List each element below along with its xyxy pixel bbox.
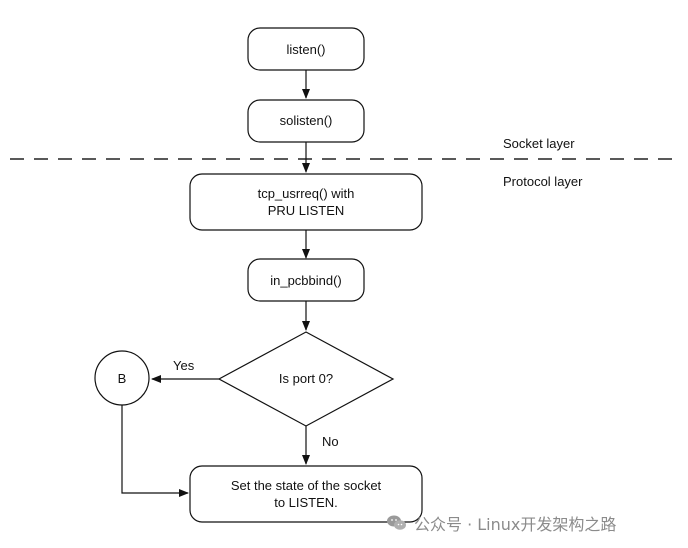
set-state-node xyxy=(189,465,423,523)
set-state-label-line-2: to LISTEN. xyxy=(274,495,338,510)
decision-label: Is port 0? xyxy=(279,371,333,386)
in-pcbbind-node-label: in_pcbbind() xyxy=(270,273,342,288)
wechat-icon xyxy=(386,514,408,532)
set-state-label-line-1: Set the state of the socket xyxy=(231,478,382,493)
watermark-text: 公众号 · Linux开发架构之路 xyxy=(414,515,617,534)
tcp-usrreq-label-line-2: PRU LISTEN xyxy=(268,203,345,218)
socket-layer-label: Socket layer xyxy=(503,136,575,151)
yes-label: Yes xyxy=(173,358,195,373)
listen-node-label: listen() xyxy=(286,42,325,57)
protocol-layer-label: Protocol layer xyxy=(503,174,583,189)
no-label: No xyxy=(322,434,339,449)
watermark: 公众号 · Linux开发架构之路 xyxy=(386,510,676,536)
solisten-node-label: solisten() xyxy=(280,113,333,128)
tcp-usrreq-label-line-1: tcp_usrreq() with xyxy=(258,186,355,201)
connector-b-label: B xyxy=(118,371,127,386)
tcp-usrreq-node xyxy=(189,173,423,231)
b-return-connector xyxy=(121,405,189,497)
